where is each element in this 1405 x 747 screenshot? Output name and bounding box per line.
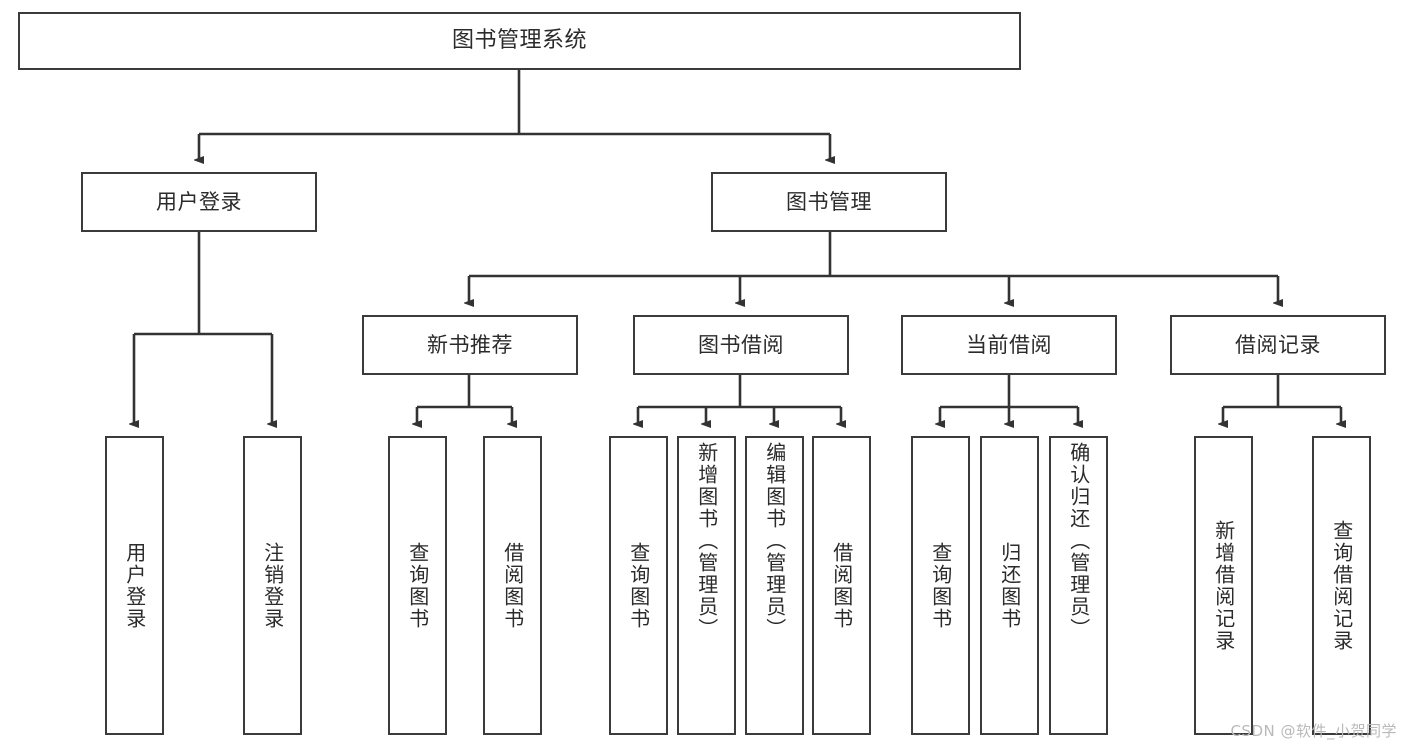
- leaf-recommend-query-book[interactable]: 查询图书: [388, 436, 447, 735]
- node-label: 借阅图书: [829, 541, 854, 630]
- node-new-book-recommend[interactable]: 新书推荐: [362, 315, 578, 375]
- leaf-current-return-book[interactable]: 归还图书: [980, 436, 1039, 735]
- node-label: 图书管理系统: [451, 28, 587, 54]
- leaf-current-confirm-return-admin[interactable]: 确认归还（管理员）: [1049, 436, 1108, 735]
- node-label: 归还图书: [997, 541, 1022, 630]
- node-label: 查询图书: [405, 541, 430, 630]
- node-label: 确认归还（管理员）: [1066, 442, 1091, 640]
- node-label: 借阅记录: [1235, 332, 1321, 357]
- node-label: 查询图书: [626, 541, 651, 630]
- node-label: 当前借阅: [966, 332, 1052, 357]
- leaf-record-add-record[interactable]: 新增借阅记录: [1194, 436, 1253, 735]
- node-label: 新增图书（管理员）: [694, 442, 719, 640]
- node-user-login[interactable]: 用户登录: [81, 172, 317, 232]
- node-label: 图书借阅: [698, 332, 784, 357]
- leaf-user-login-logout[interactable]: 注销登录: [243, 436, 302, 735]
- node-book-management[interactable]: 图书管理: [711, 172, 947, 232]
- node-label: 查询借阅记录: [1329, 519, 1354, 652]
- watermark: CSDN @软件_小贺同学: [1230, 722, 1397, 740]
- leaf-borrow-borrow-book[interactable]: 借阅图书: [812, 436, 871, 735]
- node-label: 查询图书: [928, 541, 953, 630]
- node-book-borrow[interactable]: 图书借阅: [633, 315, 849, 375]
- node-label: 新书推荐: [427, 332, 513, 357]
- node-label: 注销登录: [260, 541, 285, 630]
- leaf-borrow-add-book-admin[interactable]: 新增图书（管理员）: [677, 436, 736, 735]
- leaf-record-query-record[interactable]: 查询借阅记录: [1312, 436, 1371, 735]
- node-borrow-record[interactable]: 借阅记录: [1170, 315, 1386, 375]
- leaf-borrow-query-book[interactable]: 查询图书: [609, 436, 668, 735]
- leaf-recommend-borrow-book[interactable]: 借阅图书: [483, 436, 542, 735]
- node-label: 编辑图书（管理员）: [762, 442, 787, 640]
- node-label: 借阅图书: [500, 541, 525, 630]
- node-label: 用户登录: [122, 541, 147, 630]
- node-label: 新增借阅记录: [1211, 519, 1236, 652]
- node-label: 图书管理: [786, 189, 872, 214]
- node-current-borrow[interactable]: 当前借阅: [901, 315, 1117, 375]
- leaf-current-query-book[interactable]: 查询图书: [911, 436, 970, 735]
- leaf-borrow-edit-book-admin[interactable]: 编辑图书（管理员）: [745, 436, 804, 735]
- node-label: 用户登录: [156, 189, 242, 214]
- node-root-system[interactable]: 图书管理系统: [18, 12, 1021, 70]
- leaf-user-login-login[interactable]: 用户登录: [105, 436, 164, 735]
